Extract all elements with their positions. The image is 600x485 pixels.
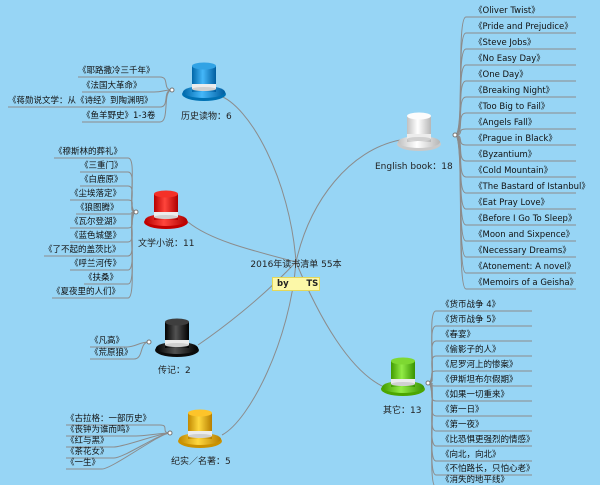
red-hat-icon[interactable] <box>142 186 190 234</box>
book-item[interactable]: 《穆斯林的葬礼》 <box>54 147 123 157</box>
book-item[interactable]: 《鱼羊野史》1-3卷 <box>82 111 156 121</box>
book-item[interactable]: 《Cold Mountain》 <box>474 166 553 176</box>
book-item[interactable]: 《狼图腾》 <box>76 203 119 213</box>
book-item[interactable]: 《一生》 <box>66 458 101 468</box>
green-hat-icon[interactable] <box>379 353 427 401</box>
book-item[interactable]: 《Prague in Black》 <box>474 134 557 144</box>
book-item[interactable]: 《比恐惧更强烈的情感》 <box>441 435 535 445</box>
book-item[interactable]: 《了不起的盖茨比》 <box>44 245 121 255</box>
book-item[interactable]: 《Necessary Dreams》 <box>474 246 571 256</box>
book-item[interactable]: 《Byzantium》 <box>474 150 537 160</box>
book-item[interactable]: 《Breaking Night》 <box>474 86 555 96</box>
book-item[interactable]: 《One Day》 <box>474 70 528 80</box>
central-topic-title[interactable]: 2016年读书清单 55本 <box>250 260 342 270</box>
black-hat-icon[interactable] <box>153 314 201 362</box>
book-item[interactable]: 《第一日》 <box>441 405 484 415</box>
book-item[interactable]: 《瓦尔登湖》 <box>70 217 122 227</box>
book-item[interactable]: 《消失的地平线》 <box>441 475 510 485</box>
book-item[interactable]: 《Atonement: A novel》 <box>474 262 576 272</box>
book-item[interactable]: 《不怕路长，只怕心老》 <box>441 464 535 474</box>
book-item[interactable]: 《荒原狼》 <box>90 348 133 358</box>
branch-label-english[interactable]: English book：18 <box>375 162 453 172</box>
gold-hat-icon[interactable] <box>176 405 224 453</box>
book-item[interactable]: 《如果一切重来》 <box>441 390 510 400</box>
branch-label-history[interactable]: 历史读物：6 <box>181 112 232 122</box>
book-item[interactable]: 《呼兰河传》 <box>70 259 122 269</box>
book-item[interactable]: 《尘埃落定》 <box>70 189 122 199</box>
book-item[interactable]: 《尼罗河上的惨案》 <box>441 360 518 370</box>
book-item[interactable]: 《扶桑》 <box>84 273 119 283</box>
branch-label-biography[interactable]: 传记：2 <box>158 366 191 376</box>
book-item[interactable]: 《蒋勋说文学：从《诗经》到陶渊明》 <box>8 96 153 106</box>
book-item[interactable]: 《第一夜》 <box>441 420 484 430</box>
book-item[interactable]: 《茶花女》 <box>66 447 109 457</box>
book-item[interactable]: 《白鹿原》 <box>80 175 123 185</box>
subtitle-text: by TS <box>277 279 319 289</box>
book-item[interactable]: 《The Bastard of Istanbul》 <box>474 182 590 192</box>
white-hat-icon[interactable] <box>395 108 443 156</box>
book-item[interactable]: 《Pride and Prejudice》 <box>474 22 573 32</box>
book-item[interactable]: 《法国大革命》 <box>82 81 142 91</box>
book-item[interactable]: 《耶路撒冷三千年》 <box>78 66 155 76</box>
book-item[interactable]: 《Memoirs of a Geisha》 <box>474 278 579 288</box>
branch-label-other[interactable]: 其它：13 <box>383 406 422 416</box>
book-item[interactable]: 《货币战争 5》 <box>441 315 501 325</box>
book-item[interactable]: 《蓝色城堡》 <box>70 231 122 241</box>
book-item[interactable]: 《伊斯坦布尔假期》 <box>441 375 518 385</box>
book-item[interactable]: 《Before I Go To Sleep》 <box>474 214 577 224</box>
book-item[interactable]: 《红与黑》 <box>66 436 109 446</box>
branch-label-classics[interactable]: 纪实／名著：5 <box>171 457 231 467</box>
blue-hat-icon[interactable] <box>180 58 228 106</box>
book-item[interactable]: 《Moon and Sixpence》 <box>474 230 575 240</box>
book-item[interactable]: 《三重门》 <box>80 161 123 171</box>
branch-label-literature[interactable]: 文学小说：11 <box>138 239 195 249</box>
book-item[interactable]: 《Steve Jobs》 <box>474 38 536 48</box>
book-item[interactable]: 《Too Big to Fail》 <box>474 102 550 112</box>
book-item[interactable]: 《向北，向北》 <box>441 450 501 460</box>
central-topic-subtitle[interactable]: by TS <box>272 277 320 291</box>
book-item[interactable]: 《凡高》 <box>90 336 125 346</box>
book-item[interactable]: 《货币战争 4》 <box>441 300 501 310</box>
book-item[interactable]: 《偷影子的人》 <box>441 345 501 355</box>
book-item[interactable]: 《Oliver Twist》 <box>474 6 540 16</box>
book-item[interactable]: 《春宴》 <box>441 330 476 340</box>
book-item[interactable]: 《夏夜里的人们》 <box>52 287 121 297</box>
book-item[interactable]: 《Eat Pray Love》 <box>474 198 550 208</box>
book-item[interactable]: 《Angels Fall》 <box>474 118 537 128</box>
book-item[interactable]: 《No Easy Day》 <box>474 54 545 64</box>
book-item[interactable]: 《丧钟为谁而鸣》 <box>66 425 135 435</box>
book-item[interactable]: 《古拉格：一部历史》 <box>66 414 152 424</box>
